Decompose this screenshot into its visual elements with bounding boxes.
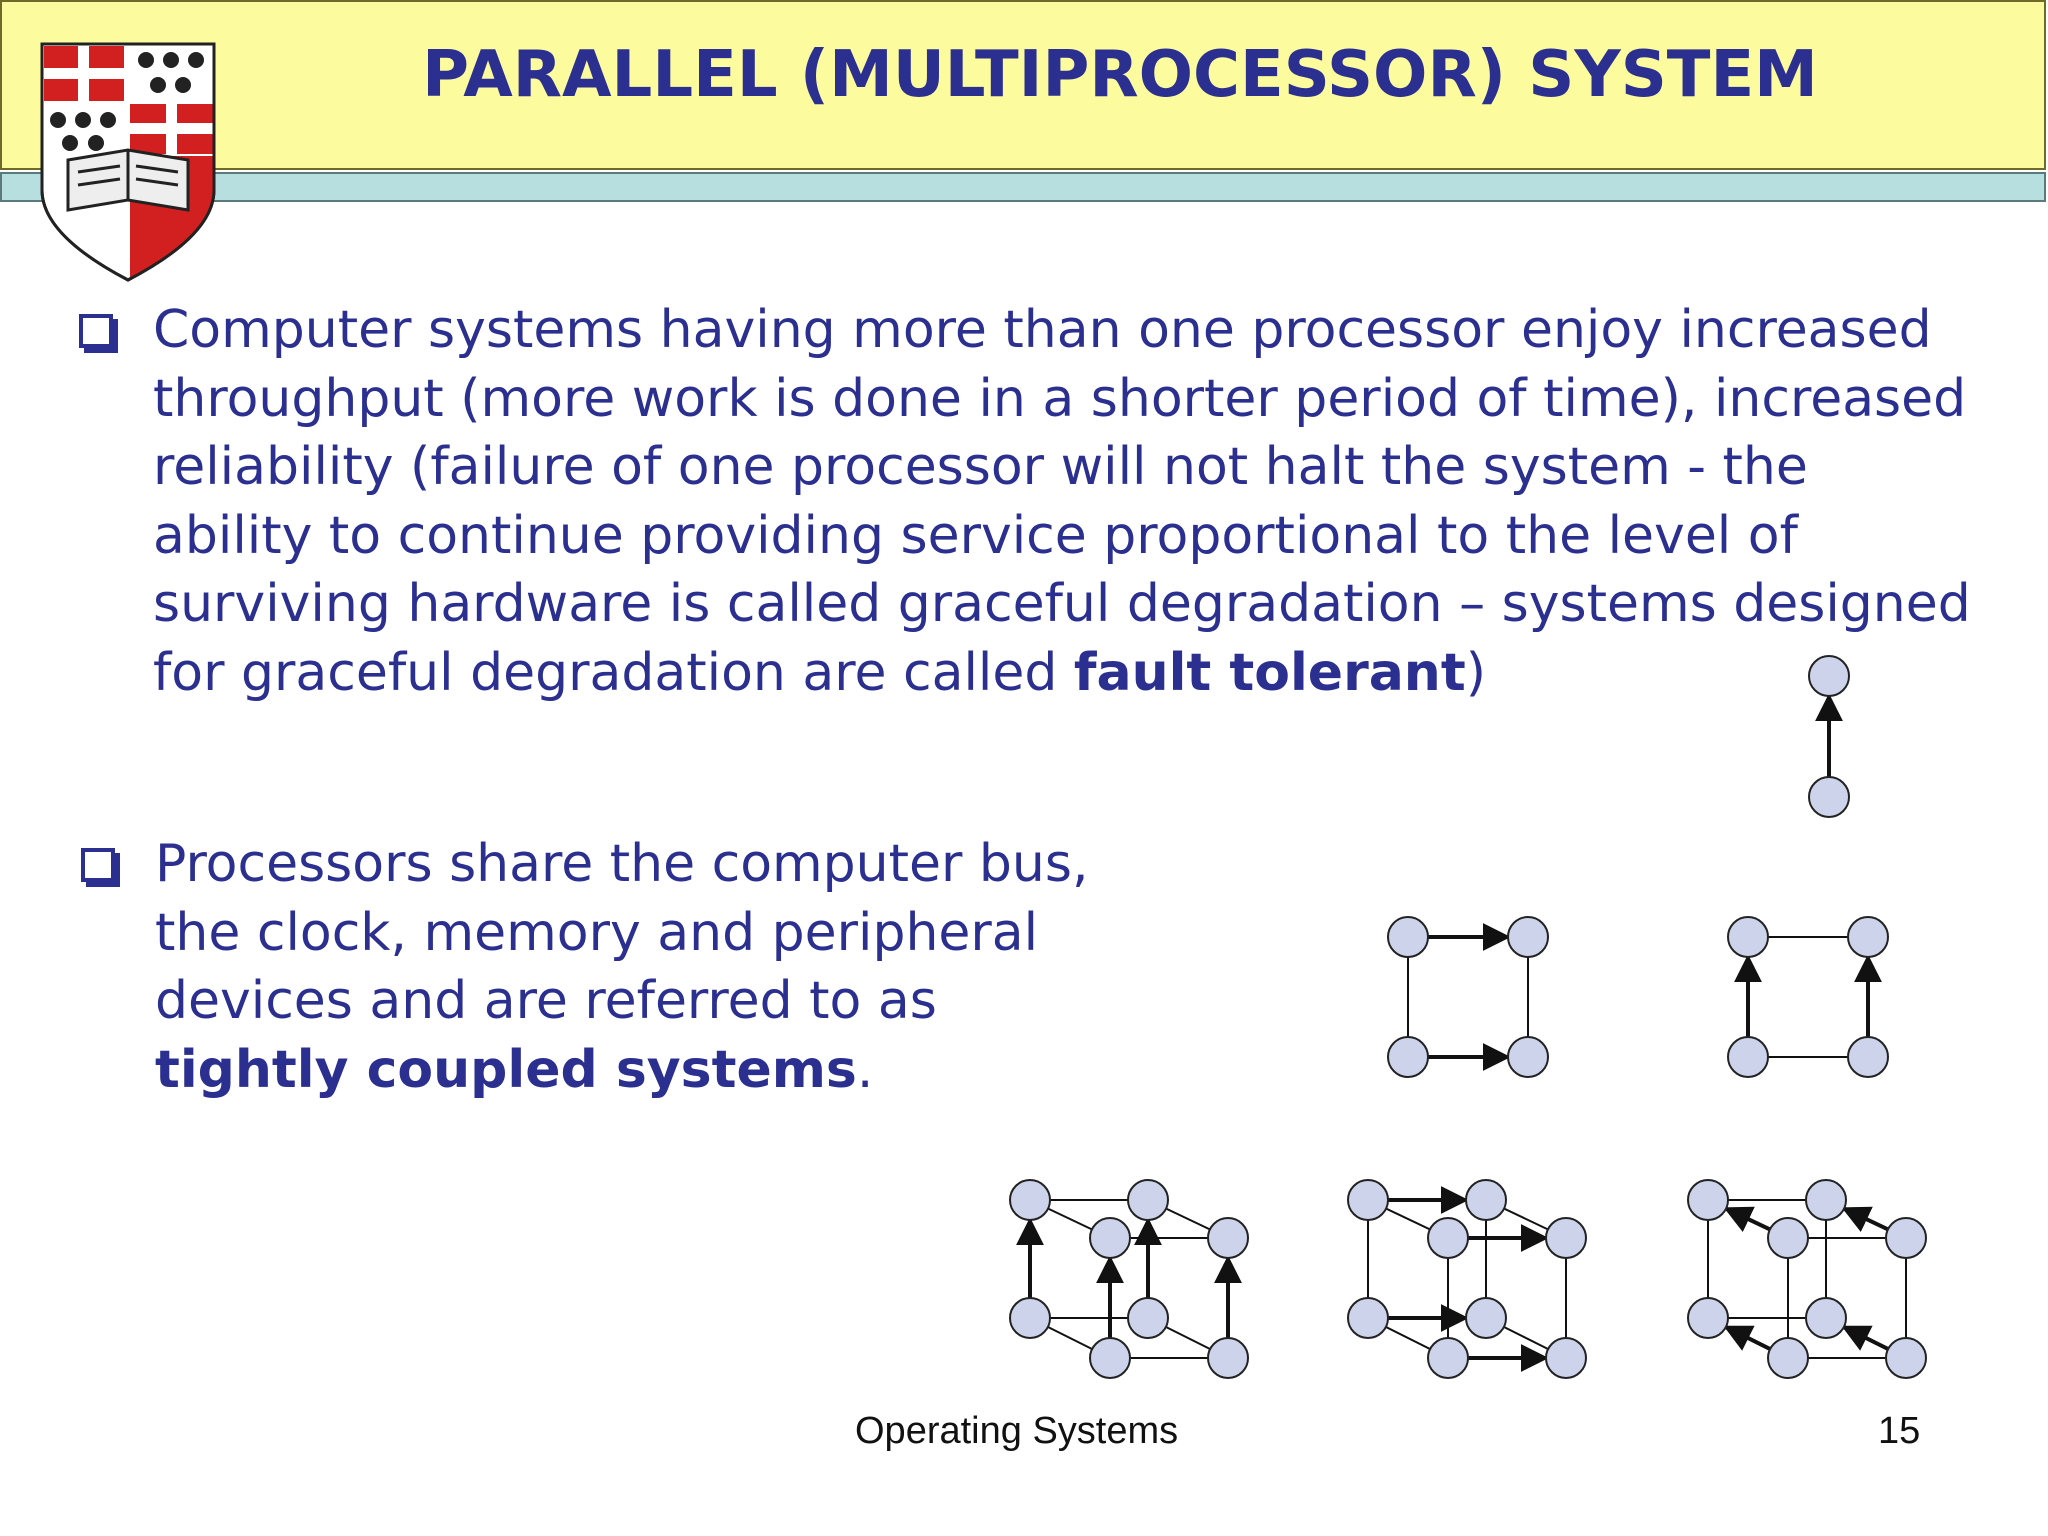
bullet-text: Processors share the computer bus, the c… [155,834,1089,1031]
processor-node [1465,1297,1507,1339]
processor-node [1507,1036,1549,1078]
processor-node [1127,1179,1169,1221]
processor-node [1347,1297,1389,1339]
processor-node [1687,1297,1729,1339]
processor-node [1805,1179,1847,1221]
bullet-fault-tolerance: Computer systems having more than one pr… [79,296,1973,707]
processor-node [1009,1179,1051,1221]
slide-title: PARALLEL (MULTIPROCESSOR) SYSTEM [422,38,1818,112]
processor-node [1727,1036,1769,1078]
processor-node [1089,1217,1131,1259]
processor-node [1847,916,1889,958]
bullet-tail: . [856,1039,874,1100]
bullet-bold-term: tightly coupled systems [155,1039,857,1100]
bullet-tail: ) [1465,642,1486,703]
processor-node [1427,1337,1469,1379]
processor-node [1387,916,1429,958]
processor-node [1127,1297,1169,1339]
processor-node [1089,1337,1131,1379]
processor-node [1009,1297,1051,1339]
processor-node [1767,1217,1809,1259]
processor-node [1545,1217,1587,1259]
bullet-bold-term: fault tolerant [1073,642,1466,703]
processor-node [1465,1179,1507,1221]
processor-node [1808,655,1850,697]
processor-node [1885,1337,1927,1379]
bullet-text: Computer systems having more than one pr… [153,300,1971,703]
processor-node [1805,1297,1847,1339]
processor-node [1507,916,1549,958]
processor-node [1207,1217,1249,1259]
processor-node [1387,1036,1429,1078]
hollow-square-bullet-icon [79,314,118,353]
university-crest-icon [40,42,216,282]
processor-node [1347,1179,1389,1221]
processor-node [1847,1036,1889,1078]
processor-node [1545,1337,1587,1379]
bullet-tightly-coupled: Processors share the computer bus, the c… [81,830,1115,1104]
processor-node [1207,1337,1249,1379]
processor-node [1687,1179,1729,1221]
hollow-square-bullet-icon [81,848,120,887]
diagram-group [1009,655,1927,1379]
page-number: 15 [1878,1410,1921,1452]
processor-node [1767,1337,1809,1379]
processor-node [1808,776,1850,818]
footer-title: Operating Systems [855,1410,1179,1452]
processor-node [1885,1217,1927,1259]
processor-node [1727,916,1769,958]
title-band [0,0,2046,170]
title-strip [0,172,2046,202]
processor-node [1427,1217,1469,1259]
